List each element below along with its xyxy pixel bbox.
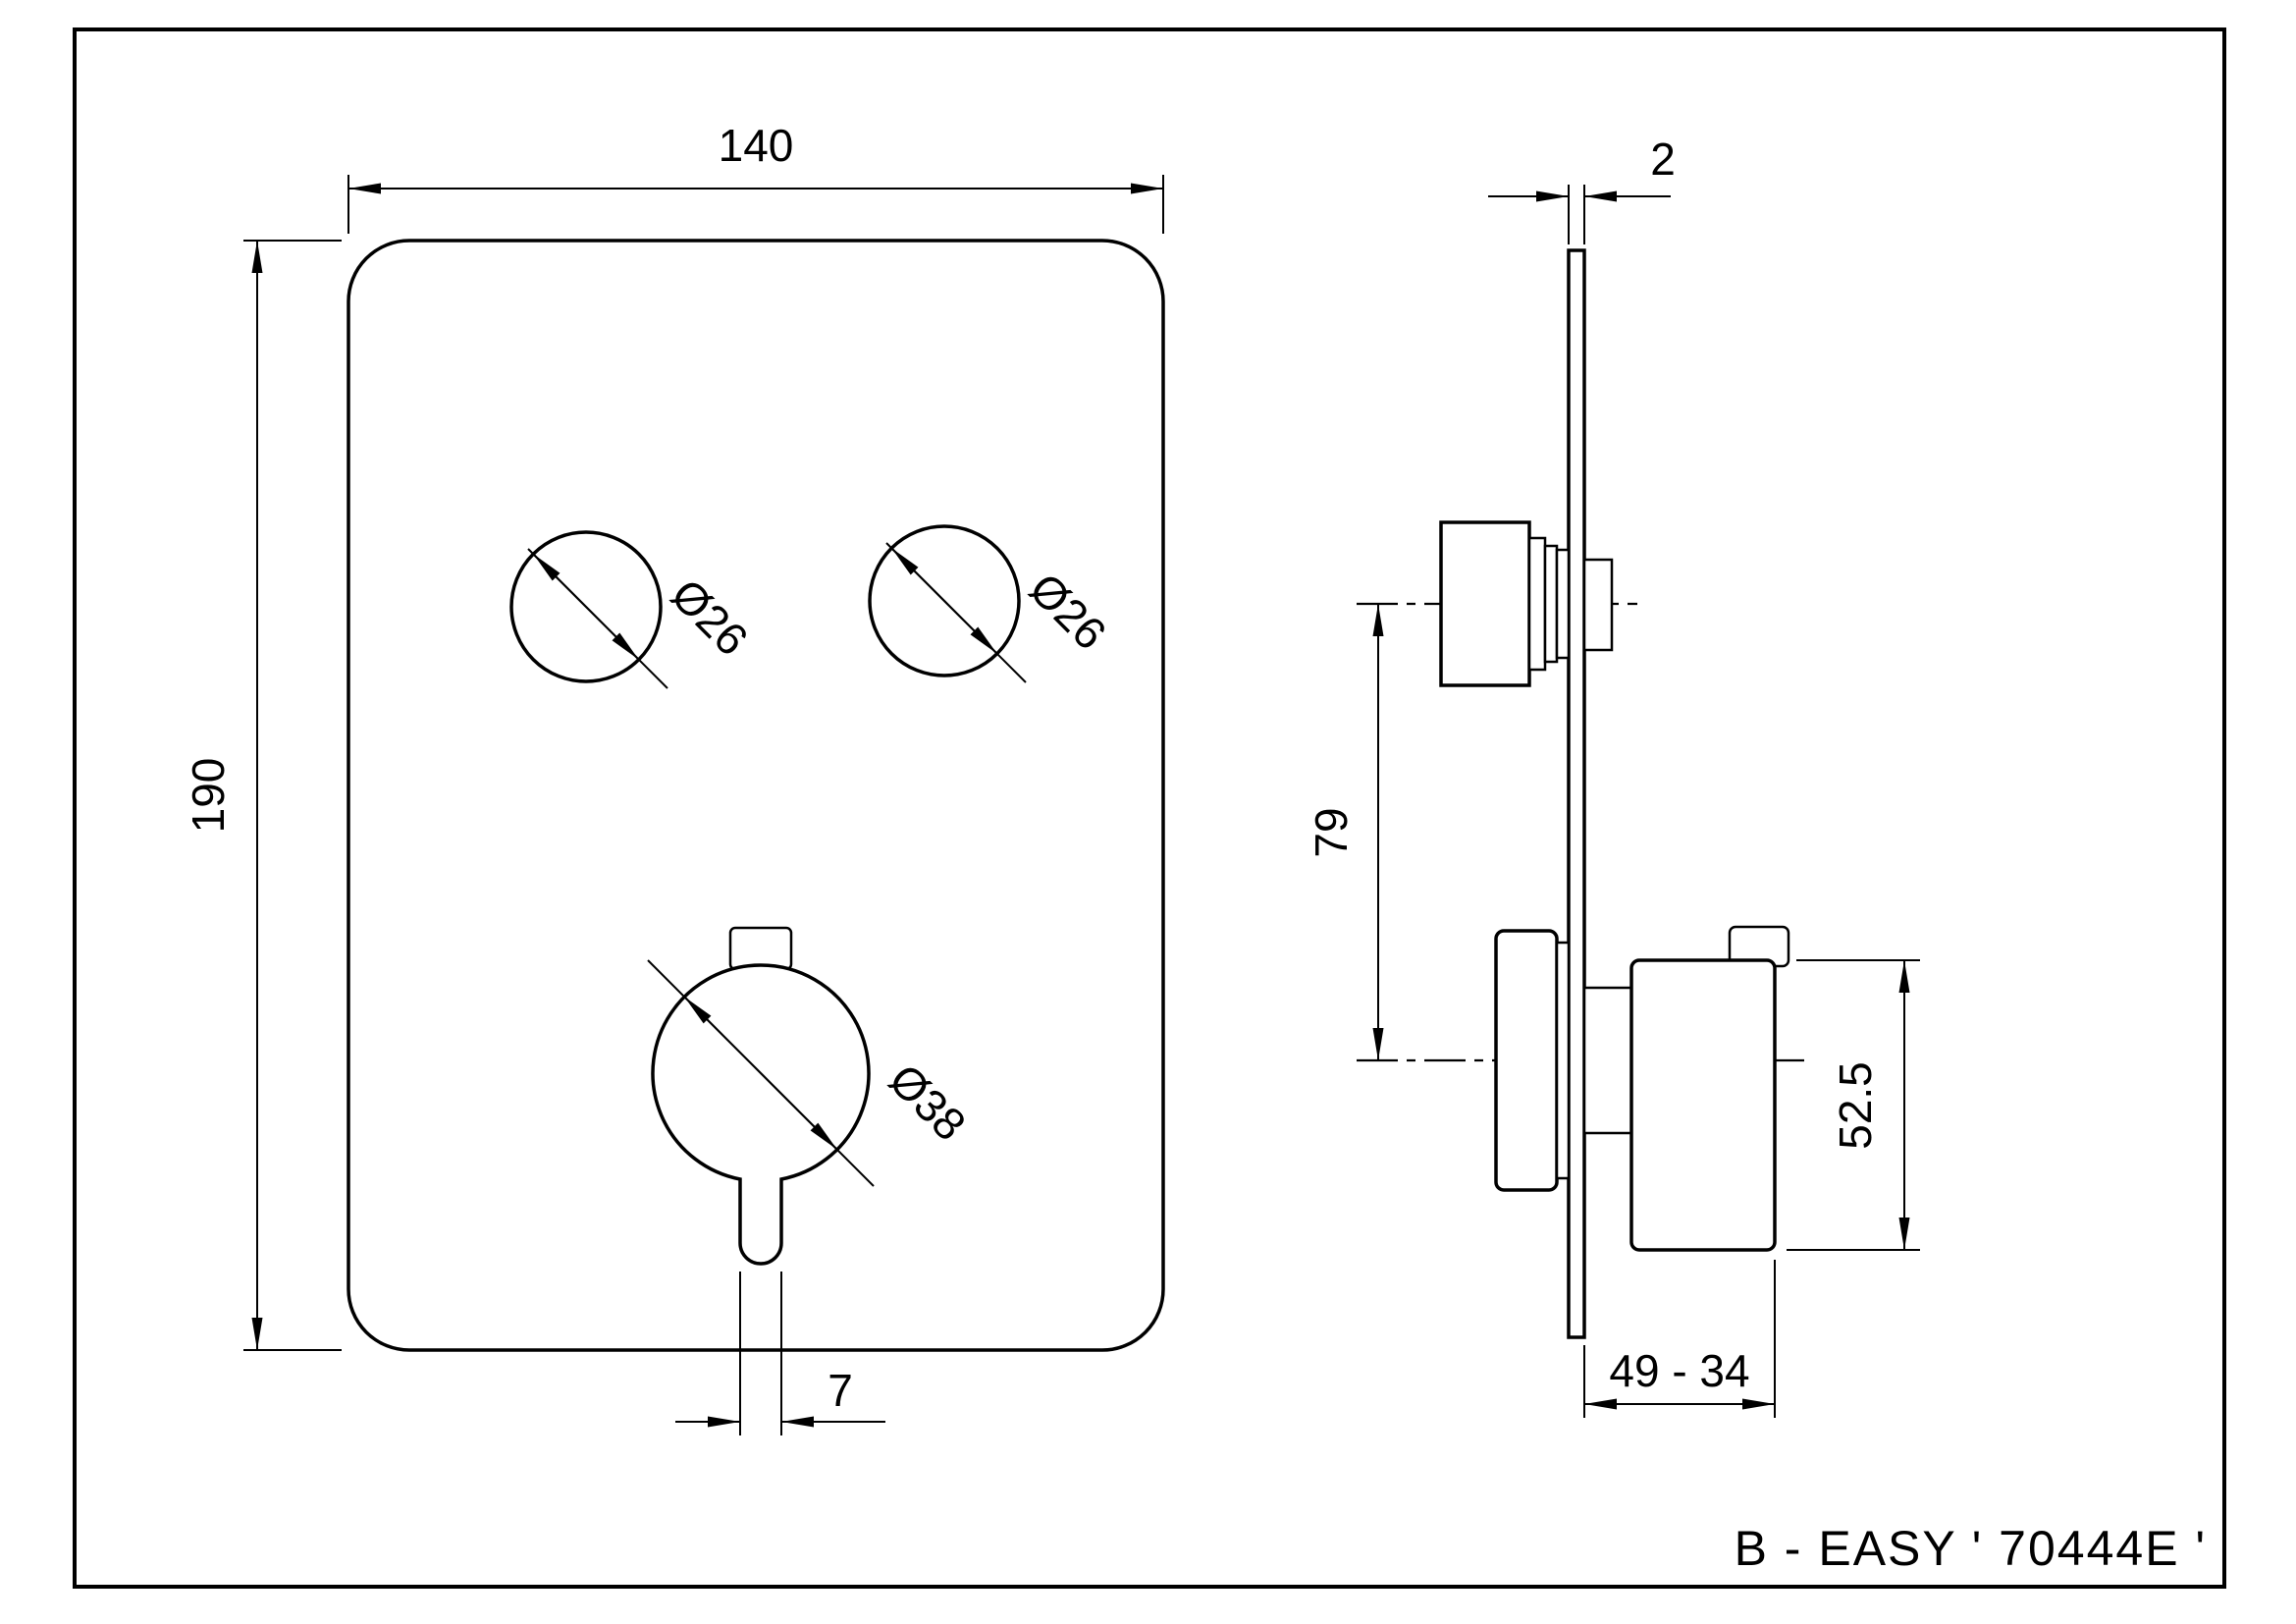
- side-rosette-step: [1555, 941, 1571, 1180]
- dim-label-height: 190: [183, 758, 234, 834]
- side-view: 2 79 52.5 49 - 34: [1306, 134, 1920, 1418]
- dim-label-center-distance: 79: [1306, 807, 1357, 857]
- leader-arrow: [532, 553, 587, 608]
- dim-label-lever-width: 7: [828, 1365, 853, 1416]
- side-plate-edge: [1567, 248, 1586, 1339]
- leader-arrow: [760, 1072, 838, 1151]
- leader-arrow: [585, 606, 640, 661]
- side-top-knob-inwall-stub: [1582, 558, 1614, 652]
- dim-label-handle-height: 52.5: [1830, 1061, 1881, 1150]
- front-plate-outline: [347, 239, 1165, 1352]
- side-top-knob-flange-3: [1555, 548, 1571, 660]
- dim-label-plate-thickness: 2: [1650, 134, 1676, 185]
- front-view: Ø26 Ø26 Ø38 140 190 7: [183, 120, 1165, 1435]
- drawing-title: B - EASY ' 70444E ': [1735, 1521, 2207, 1576]
- dim-label-depth-range: 49 - 34: [1609, 1345, 1749, 1396]
- sheet-border: [73, 27, 2226, 1589]
- leader-arrow: [683, 996, 762, 1074]
- side-top-knob-flange-1: [1527, 536, 1547, 672]
- side-top-knob-body: [1439, 520, 1531, 687]
- side-rosette-edge: [1494, 929, 1559, 1192]
- dim-label-width: 140: [719, 120, 794, 171]
- leader-arrow: [890, 547, 945, 602]
- leader-arrow: [943, 600, 998, 655]
- handle-circle-with-lever: [651, 963, 871, 1266]
- side-handle-neck: [1582, 986, 1633, 1135]
- side-top-knob-flange-2: [1543, 544, 1559, 664]
- handle-tab-front: [728, 926, 793, 971]
- side-handle-body: [1629, 958, 1777, 1252]
